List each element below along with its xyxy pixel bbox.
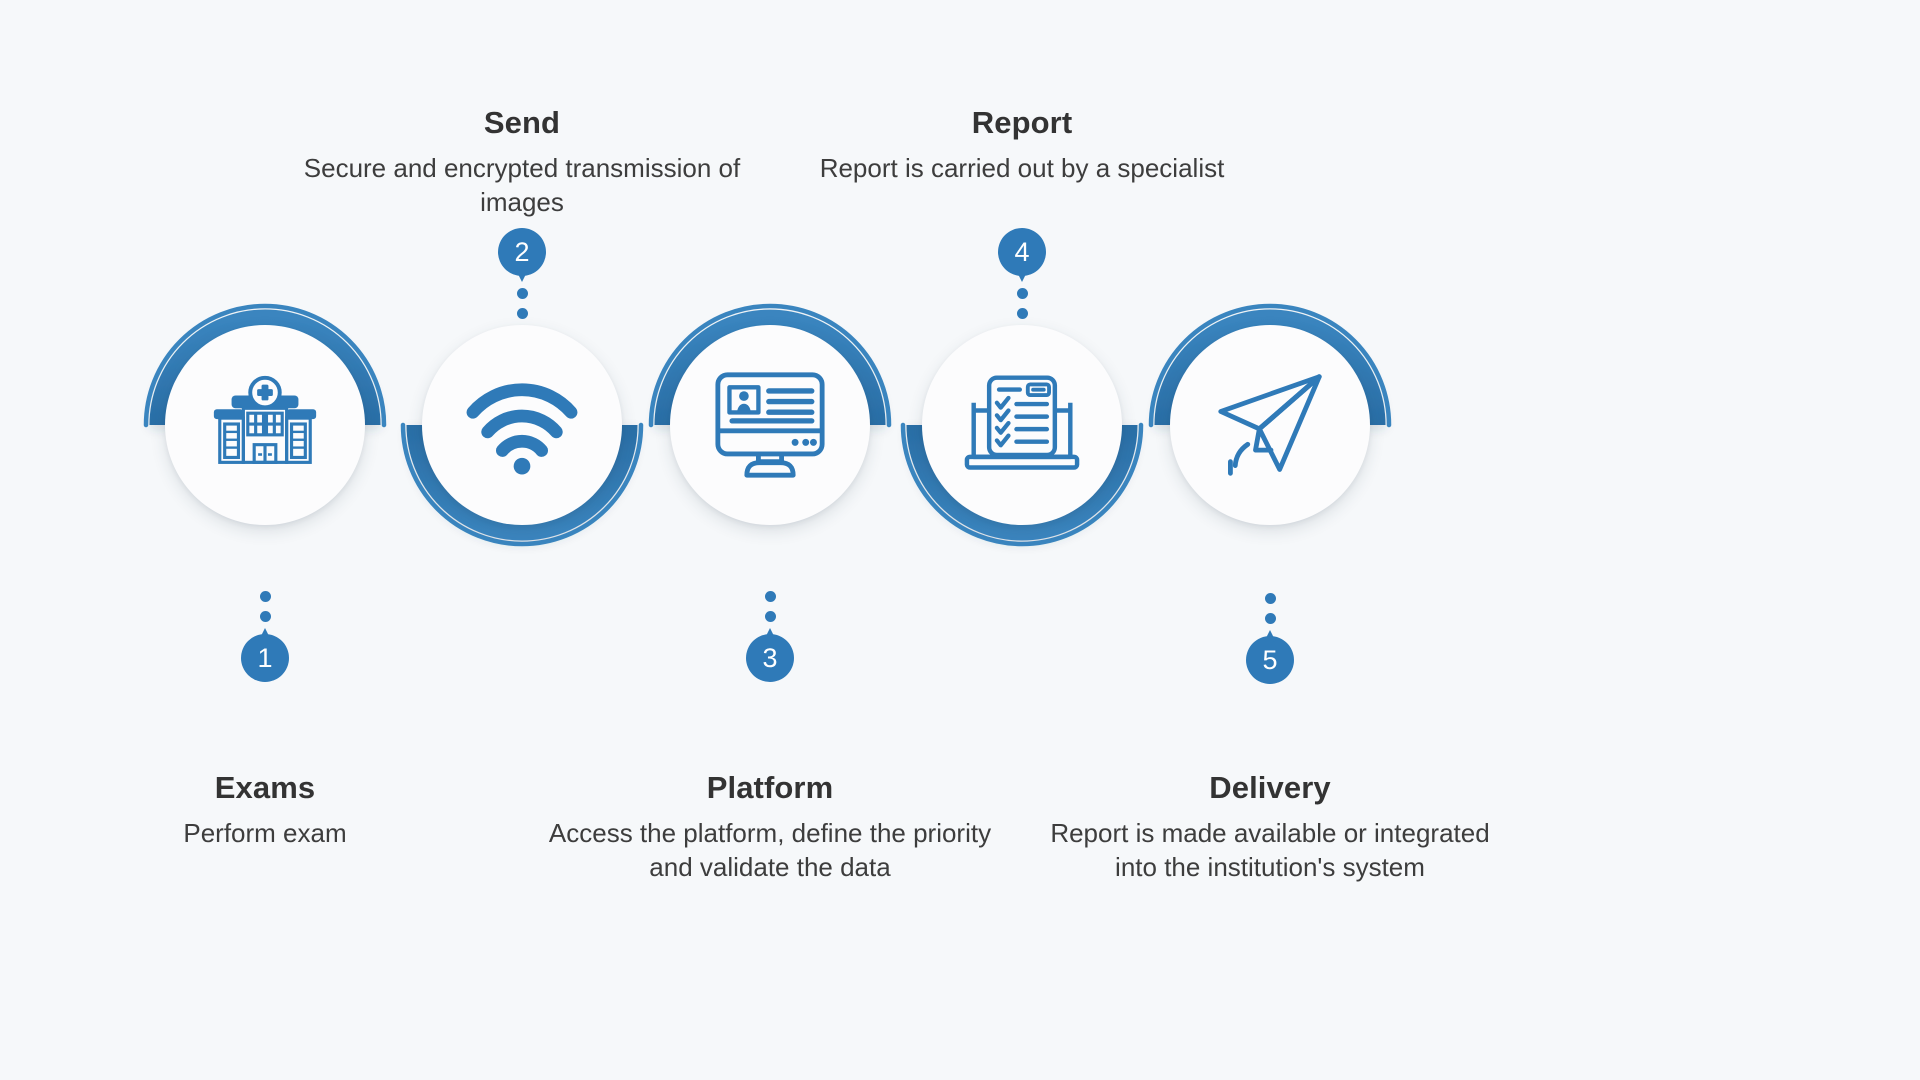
step-title-4: Report (971, 105, 1073, 140)
step-title-5: Delivery (1209, 770, 1331, 805)
step-node-4[interactable] (897, 300, 1147, 550)
step-badge-2[interactable]: 2 (492, 228, 552, 319)
step-node-3[interactable] (645, 300, 895, 550)
step-label-2: Send Secure and encrypted transmission o… (292, 105, 752, 220)
badge-dots (516, 288, 528, 319)
step-badge-1[interactable]: 1 (235, 591, 295, 682)
hospital-icon (165, 325, 365, 525)
step-label-4: Report Report is carried out by a specia… (792, 105, 1252, 185)
badge-number-5: 5 (1246, 636, 1294, 684)
step-title-2: Send (483, 105, 561, 140)
step-node-1[interactable] (140, 300, 390, 550)
paper-plane-icon (1170, 325, 1370, 525)
step-label-3: Platform Access the platform, define the… (540, 770, 1000, 885)
step-description-3: Access the platform, define the priority… (548, 817, 992, 883)
step-description-4: Report is carried out by a specialist (819, 152, 1225, 183)
step-node-2[interactable] (397, 300, 647, 550)
step-title-3: Platform (706, 770, 834, 805)
step-label-1: Exams Perform exam (35, 770, 495, 850)
step-badge-4[interactable]: 4 (992, 228, 1052, 319)
step-node-5[interactable] (1145, 300, 1395, 550)
badge-dots (764, 591, 776, 622)
badge-dots (1016, 288, 1028, 319)
wifi-signal-icon (422, 325, 622, 525)
step-title-1: Exams (214, 770, 316, 805)
step-badge-3[interactable]: 3 (740, 591, 800, 682)
step-description-1: Perform exam (183, 817, 347, 848)
step-description-2: Secure and encrypted transmission of ima… (303, 152, 741, 218)
node-disc (1170, 325, 1370, 525)
badge-number-2: 2 (498, 228, 546, 276)
checklist-laptop-icon (922, 325, 1122, 525)
desktop-monitor-icon (670, 325, 870, 525)
step-badge-5[interactable]: 5 (1240, 593, 1300, 684)
badge-dots (1264, 593, 1276, 624)
badge-dots (259, 591, 271, 622)
badge-number-4: 4 (998, 228, 1046, 276)
step-description-5: Report is made available or integrated i… (1050, 817, 1490, 883)
step-label-5: Delivery Report is made available or int… (1040, 770, 1500, 885)
badge-number-3: 3 (746, 634, 794, 682)
node-disc (670, 325, 870, 525)
node-disc (422, 325, 622, 525)
badge-number-1: 1 (241, 634, 289, 682)
